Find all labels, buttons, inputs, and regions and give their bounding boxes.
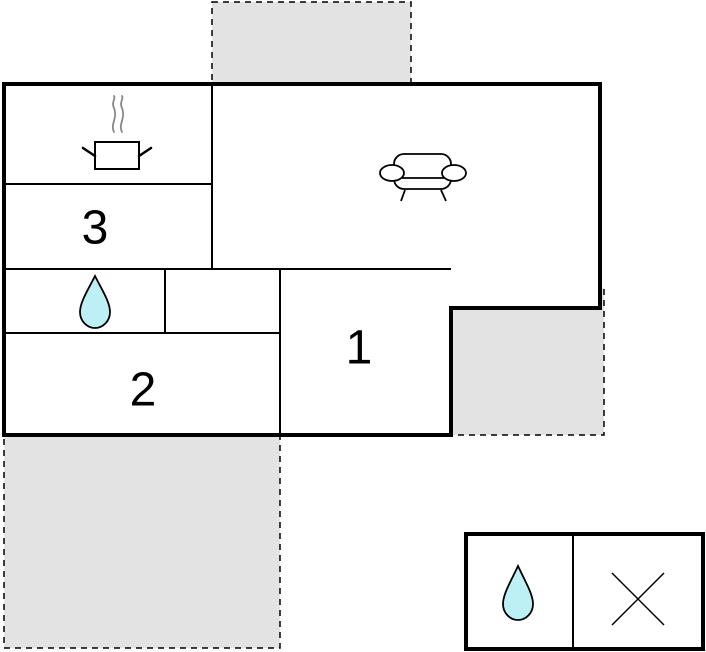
- sofa-arm-left: [379, 164, 405, 182]
- cross-icon: [611, 572, 665, 626]
- sofa-arm-right: [441, 164, 467, 182]
- interior-walls: [4, 84, 451, 435]
- steam-line: [119, 95, 125, 133]
- water-drop-icon: [502, 563, 534, 621]
- sofa-leg: [440, 189, 447, 202]
- terrace-bottom: [3, 434, 281, 649]
- water-drop-icon: [79, 273, 111, 329]
- pot-handle-left: [81, 146, 97, 158]
- pot-handle-right: [137, 146, 153, 158]
- sofa-icon: [379, 153, 467, 202]
- steam-line: [111, 95, 117, 133]
- terrace-top: [211, 1, 412, 85]
- terrace-right: [450, 287, 605, 436]
- room-label-1: 1: [346, 322, 373, 375]
- room-label-3: 3: [82, 202, 109, 255]
- outdoor-areas: [3, 1, 605, 649]
- legend: [464, 532, 705, 651]
- room-label-2: 2: [130, 364, 157, 417]
- pot-body: [94, 141, 140, 170]
- legend-frame: [464, 532, 705, 651]
- cooking-pot-icon: [81, 95, 153, 170]
- sofa-leg: [400, 189, 406, 202]
